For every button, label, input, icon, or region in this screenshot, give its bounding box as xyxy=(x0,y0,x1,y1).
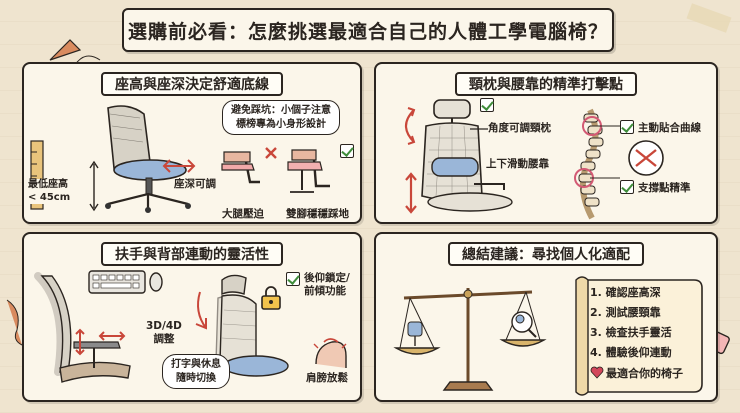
recline-lock-label: 後仰鎖定/ 前傾功能 xyxy=(304,272,350,298)
updown-arrow-icon xyxy=(405,172,417,214)
feet-flat-label: 雙腳穩穩踩地 xyxy=(286,208,349,220)
scroll-icon xyxy=(575,276,703,396)
depth-arrow-icon xyxy=(162,159,196,173)
panel-headrest-lumbar: 頸枕與腰靠的精準打擊點 角度可調頸枕 上下滑動腰靠 主動貼合曲線 xyxy=(374,62,718,224)
summary-item-3: 3. 檢查扶手靈活 xyxy=(590,326,672,339)
curve-fit-label: 主動貼合曲線 xyxy=(638,122,701,134)
page-title-box: 選購前必看：怎麼挑選最適合自己的人體工學電腦椅？ xyxy=(122,8,614,52)
summary-item-2: 2. 測試腰頸靠 xyxy=(590,306,661,319)
chair-side-icon xyxy=(34,272,131,383)
shoulder-relax-label: 肩膀放鬆 xyxy=(306,372,348,384)
heart-icon xyxy=(590,366,604,379)
panel-heading: 扶手與背部連動的靈活性 xyxy=(101,242,283,266)
support-point-label: 支撐點精準 xyxy=(638,182,691,194)
check-mark-icon xyxy=(620,120,634,134)
panel-armrest-back: 扶手與背部連動的靈活性 3D/4D 調整 後仰鎖定/ 前傾功能 打字與休息 隨時… xyxy=(22,232,362,402)
panel-heading: 座高與座深決定舒適底線 xyxy=(101,72,283,96)
pointer-line xyxy=(470,128,488,130)
summary-item-1: 1. 確認座高深 xyxy=(590,286,661,299)
min-seat-height-label: 最低座高 < 45cm xyxy=(28,179,71,204)
office-chair-icon xyxy=(89,105,191,213)
no-pressure-icon xyxy=(628,140,664,176)
pencil-shavings-icon xyxy=(6,299,23,346)
keyboard-icon xyxy=(88,270,163,294)
thigh-pressure-label: 大腿壓迫 xyxy=(222,208,264,220)
check-mark-icon xyxy=(340,144,354,158)
shoulder-relax-icon xyxy=(313,338,347,368)
seated-leg-good-icon xyxy=(287,149,330,193)
check-mark-icon xyxy=(480,98,494,112)
balance-scale-icon xyxy=(393,288,547,391)
rotate-arrow-icon xyxy=(404,107,416,145)
panel-heading: 頸枕與腰靠的精準打擊點 xyxy=(455,72,637,96)
panel-summary: 總結建議：尋找個人化適配 1. 確認座高深 2. 測試腰頸靠 3. 檢查扶手靈活… xyxy=(374,232,718,402)
armrest-3d4d-label: 3D/4D 調整 xyxy=(146,320,182,346)
panel-seat-height-depth: 座高與座深決定舒適底線 最低座高 < 45cm 座深可調 避免踩坑：小個子注意 … xyxy=(22,62,362,224)
summary-item-4: 4. 體驗後仰連動 xyxy=(590,346,672,359)
panel-heading: 總結建議：尋找個人化適配 xyxy=(448,242,644,266)
page-title: 選購前必看：怎麼挑選最適合自己的人體工學電腦椅？ xyxy=(127,20,608,43)
spine-icon xyxy=(574,108,604,220)
lock-icon xyxy=(261,286,281,310)
check-mark-icon xyxy=(286,272,300,286)
tape-icon xyxy=(686,3,732,33)
connector-lines xyxy=(590,125,620,179)
type-rest-switch-note: 打字與休息 隨時切換 xyxy=(162,354,230,389)
mesh-chair-icon xyxy=(421,99,513,212)
x-mark-icon xyxy=(265,147,277,159)
warning-note: 避免踩坑：小個子注意 標榜專為小身形設計 xyxy=(222,100,340,135)
seated-leg-bad-icon xyxy=(221,151,260,184)
headrest-label: 角度可調頸枕 xyxy=(488,122,551,134)
lumbar-label: 上下滑動腰靠 xyxy=(486,158,549,170)
seat-depth-label: 座深可調 xyxy=(174,178,216,190)
final-recommendation: 最適合你的椅子 xyxy=(606,367,683,380)
check-mark-icon xyxy=(620,180,634,194)
